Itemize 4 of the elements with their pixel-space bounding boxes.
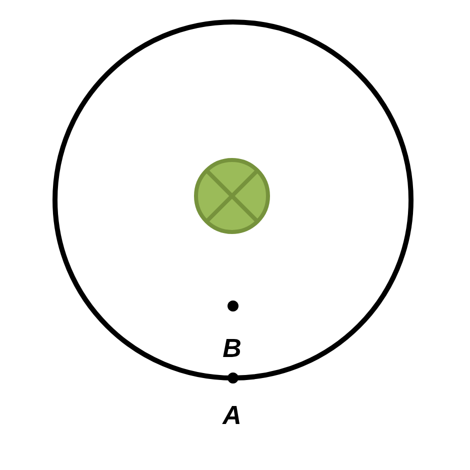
loop-circle xyxy=(52,20,414,380)
point-label: B xyxy=(223,339,240,357)
current-into-page-symbol xyxy=(194,158,270,234)
point-label: A xyxy=(222,406,240,424)
